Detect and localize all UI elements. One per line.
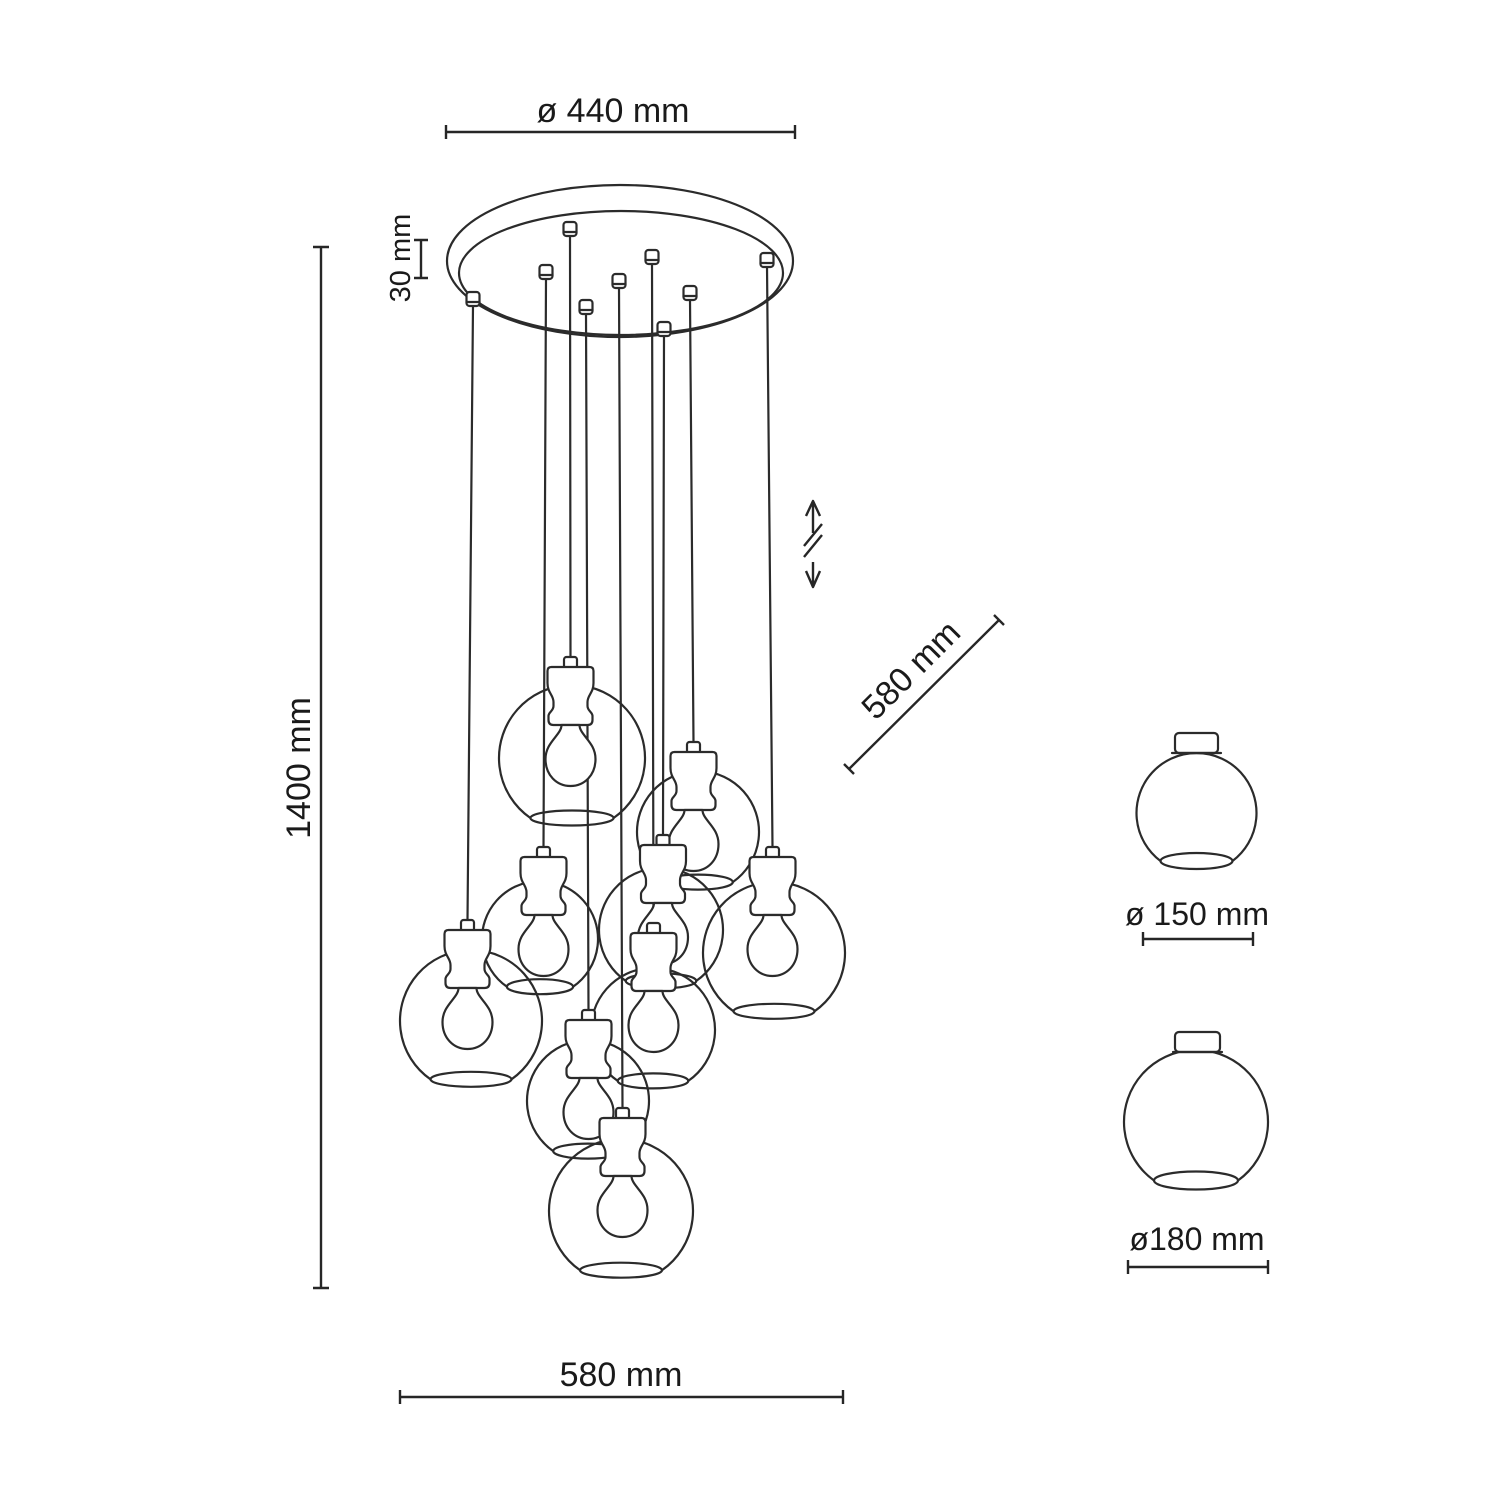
globe-opening — [429, 1070, 513, 1088]
lamp-socket — [638, 843, 688, 905]
canopy-thickness-label: 30 mm — [385, 214, 417, 303]
pendant — [547, 1106, 695, 1279]
lamp-socket — [443, 928, 492, 990]
light-bulb — [441, 986, 494, 1051]
dim-cluster-diameter: 580 mm — [398, 1356, 845, 1404]
cluster-diameter-label: 580 mm — [560, 1356, 683, 1394]
cord-grommet — [682, 284, 698, 302]
lamp-socket — [564, 1018, 613, 1080]
pendant — [497, 655, 647, 827]
cord-grommet — [562, 220, 578, 238]
light-bulb — [596, 1174, 649, 1239]
light-bulb — [544, 723, 597, 788]
pendant — [701, 845, 847, 1020]
dim-line — [313, 245, 329, 1290]
pendant — [480, 845, 600, 996]
pendant — [589, 921, 717, 1090]
light-bulb — [627, 989, 680, 1054]
lamp-socket — [669, 750, 718, 812]
arrow-up — [804, 499, 822, 533]
suspension-cord — [584, 311, 590, 1012]
suspension-cord — [568, 233, 572, 659]
suspension-cord — [765, 264, 774, 849]
large-shade-detail: ø180 mm — [1122, 1030, 1270, 1274]
dim-line — [398, 1390, 845, 1404]
large-shade-globe — [1122, 1048, 1270, 1182]
suspension-cord — [661, 333, 666, 837]
suspension-cord — [466, 303, 475, 922]
lamp-socket — [598, 1116, 647, 1178]
small-shade-opening — [1159, 851, 1234, 871]
arrow-down — [804, 562, 822, 589]
dim-total-height: 1400 mm — [280, 245, 329, 1290]
grommet-body — [759, 251, 775, 269]
cord-grommet — [656, 320, 672, 338]
pendant — [398, 918, 544, 1088]
grommet-body — [578, 298, 594, 316]
cord-grommet — [578, 298, 594, 316]
small-shade-detail: ø 150 mm — [1125, 731, 1269, 946]
cord-grommet — [538, 263, 554, 281]
grommet-body — [611, 272, 627, 290]
break-symbol — [803, 523, 823, 558]
large-shade-opening — [1152, 1170, 1240, 1191]
suspension-cord — [688, 297, 695, 744]
grommet-body — [656, 320, 672, 338]
lamp-socket — [748, 855, 797, 917]
large-shade-diameter-label: ø180 mm — [1129, 1221, 1264, 1257]
small-shade-globe — [1135, 751, 1258, 863]
lamp-socket — [629, 931, 678, 993]
total-height-label: 1400 mm — [280, 697, 318, 839]
dim-line — [414, 238, 428, 280]
light-bulb — [517, 913, 570, 978]
dim-cable-length: 580 mm — [843, 613, 1005, 775]
dim-line — [1141, 932, 1255, 946]
suspension-cord — [542, 276, 548, 849]
lamp-socket — [519, 855, 568, 917]
lamp-socket — [546, 665, 595, 727]
globe-opening — [616, 1072, 690, 1090]
grommet-body — [682, 284, 698, 302]
cord-grommet — [465, 290, 481, 308]
canopy-diameter-label: ø 440 mm — [536, 92, 689, 130]
globe-opening — [529, 809, 615, 827]
canopy-inner-edge — [457, 209, 785, 337]
cord-grommet — [611, 272, 627, 290]
dim-canopy-diameter: ø 440 mm — [444, 92, 797, 139]
suspension-cord — [650, 261, 655, 925]
globe-opening — [505, 978, 575, 996]
cord-grommet — [759, 251, 775, 269]
cable-length-label: 580 mm — [854, 613, 968, 727]
suspension-cord — [617, 285, 624, 1110]
height-adjustment-arrow — [803, 499, 823, 589]
grommet-body — [644, 248, 660, 266]
cord-grommets — [465, 220, 775, 338]
dim-line — [444, 125, 797, 139]
dim-canopy-thickness: 30 mm — [385, 214, 428, 303]
small-shade-diameter-label: ø 150 mm — [1125, 896, 1269, 932]
globe-opening — [578, 1261, 664, 1279]
large-shade-neck — [1173, 1030, 1222, 1054]
grommet-body — [538, 263, 554, 281]
small-shade-neck — [1173, 731, 1220, 755]
cord-grommet — [644, 248, 660, 266]
dim-line — [1126, 1260, 1270, 1274]
pendant — [635, 740, 761, 891]
dim-line — [843, 614, 1005, 775]
suspension-cords — [466, 233, 774, 1110]
pendant-shades — [398, 655, 847, 1279]
globe-opening — [732, 1002, 816, 1020]
grommet-body — [562, 220, 578, 238]
grommet-body — [465, 290, 481, 308]
light-bulb — [746, 913, 799, 978]
